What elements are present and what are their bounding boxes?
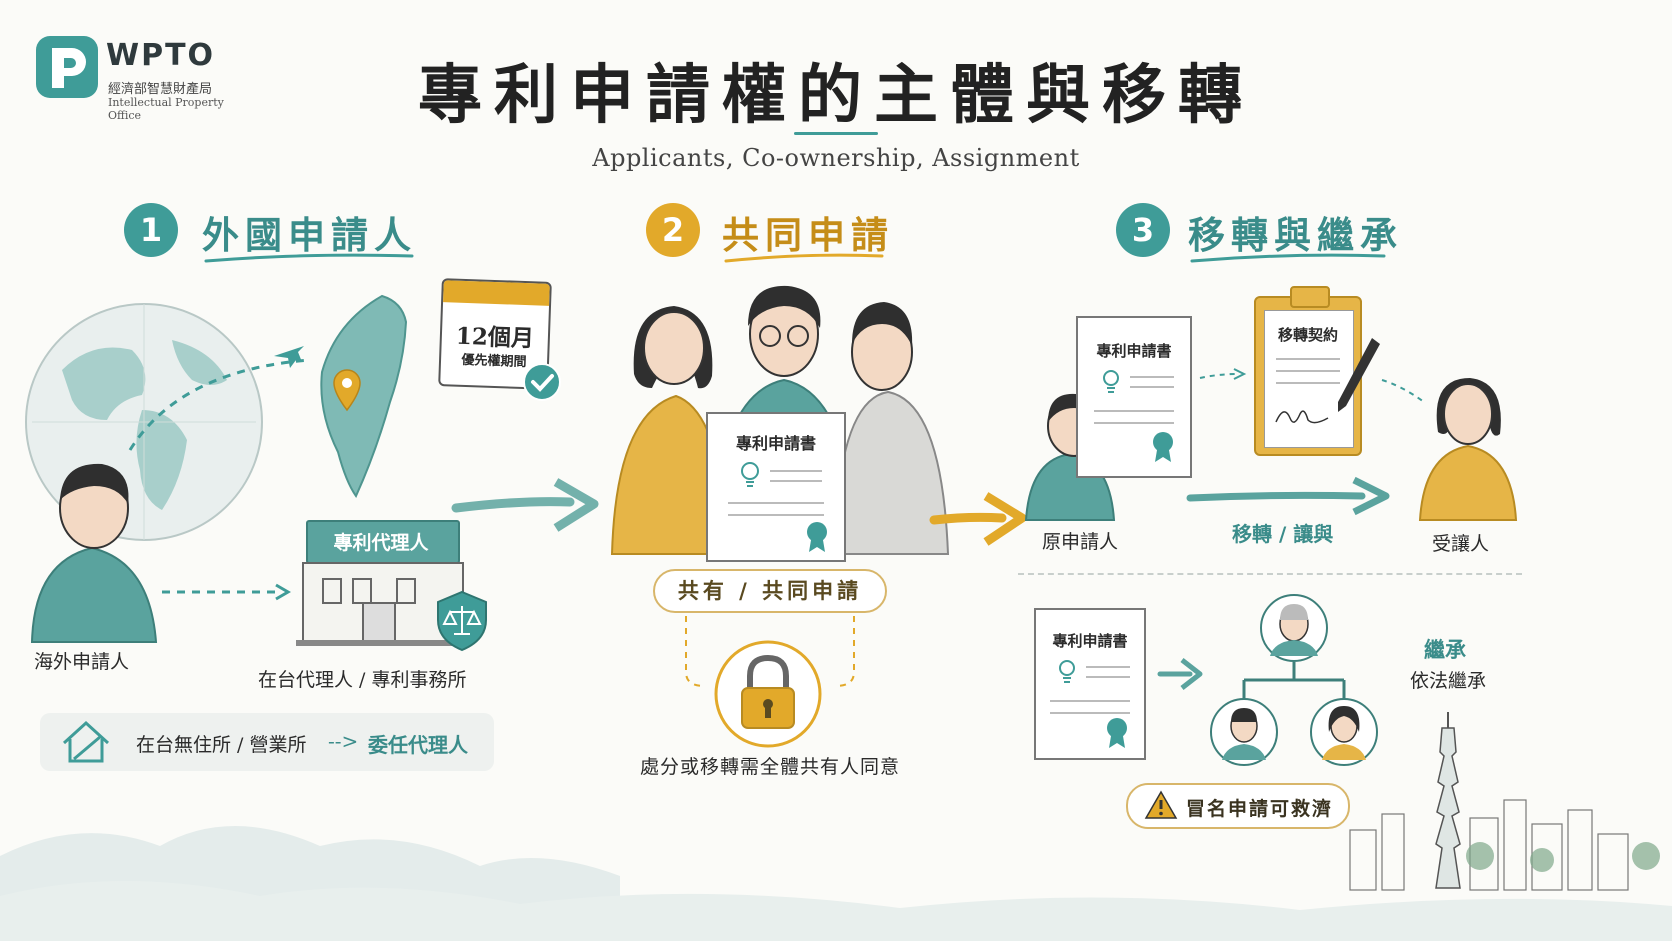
- agent-label: 在台代理人 / 專利事務所: [258, 669, 467, 691]
- inherit-doc-title: 專利申請書: [1052, 632, 1128, 650]
- inheritance-title: 繼承: [1424, 637, 1466, 662]
- plane-icon: [274, 346, 304, 368]
- transfer-arrow: [1186, 476, 1390, 516]
- transfer-patent-document: 專利申請書: [1076, 316, 1192, 478]
- section-1-underline: [204, 253, 414, 263]
- city-skyline: [1349, 799, 1660, 891]
- lightbulb-icon: [1059, 660, 1075, 683]
- section-2-underline: [724, 253, 884, 263]
- note-right-text: 委任代理人: [368, 733, 468, 757]
- flow-arrow-2: [929, 492, 1027, 546]
- co-doc-title: 專利申請書: [735, 434, 816, 453]
- doc-to-contract-arrow: [1199, 368, 1247, 380]
- section-2-title: 共同申請: [722, 213, 894, 257]
- page-subtitle: Applicants, Co-ownership, Assignment: [592, 144, 1080, 172]
- overseas-applicant-figure: [30, 463, 158, 643]
- house-icon: [62, 720, 110, 763]
- family-tree: [1210, 594, 1378, 766]
- section-2-number: 2: [646, 203, 700, 257]
- co-ownership-pill: 共有 / 共同申請: [653, 569, 887, 613]
- consent-text: 處分或移轉需全體共有人同意: [640, 756, 901, 778]
- contract-to-assignee-arrow: [1381, 379, 1425, 403]
- assignee-label: 受讓人: [1432, 533, 1490, 555]
- transfer-label: 移轉 / 讓與: [1232, 522, 1334, 546]
- logo-org-zh: 經濟部智慧財產局: [108, 82, 213, 97]
- taiwan-map-icon: [320, 294, 408, 498]
- warning-text: 冒名申請可救濟: [1186, 798, 1334, 820]
- overseas-applicant-label: 海外申請人: [34, 651, 130, 673]
- logo: WPTO 經濟部智慧財產局 Intellectual Property Offi…: [34, 34, 254, 122]
- flow-arrow-1: [451, 478, 599, 532]
- lock-icon: [714, 640, 822, 748]
- warning-icon: [1144, 790, 1178, 819]
- co-application-document: 專利申請書: [706, 412, 846, 562]
- inheritance-patent-document: 專利申請書: [1034, 608, 1146, 760]
- section-3-number: 3: [1116, 203, 1170, 257]
- contract-title: 移轉契約: [1277, 326, 1338, 344]
- pen-icon: [1338, 338, 1380, 412]
- title-underline: [794, 132, 878, 135]
- logo-mark-icon: [36, 36, 98, 98]
- applicant-to-agent-arrow: [162, 583, 291, 601]
- section-3-divider: [1018, 573, 1522, 575]
- flight-path: [128, 358, 311, 451]
- assignee-figure: [1418, 378, 1518, 521]
- check-icon: [523, 363, 561, 401]
- section-1-title: 外國申請人: [202, 213, 417, 257]
- original-applicant-label: 原申請人: [1042, 531, 1119, 553]
- section-3-underline: [1190, 253, 1386, 263]
- lightbulb-icon: [741, 462, 759, 487]
- fraud-remedy-warning: 冒名申請可救濟: [1126, 783, 1350, 829]
- agent-requirement-note: 在台無住所 / 營業所 --> 委任代理人: [40, 713, 494, 771]
- note-arrow: -->: [328, 729, 359, 753]
- section-3-title: 移轉與繼承: [1188, 213, 1403, 257]
- lightbulb-icon: [1103, 370, 1119, 393]
- agent-building: 專利代理人: [296, 520, 466, 648]
- signature-icon: [1275, 410, 1329, 424]
- inheritance-arrow: [1157, 658, 1203, 690]
- location-pin-icon: [333, 369, 361, 412]
- note-left-text: 在台無住所 / 營業所: [136, 734, 307, 756]
- inheritance-subtitle: 依法繼承: [1410, 670, 1487, 692]
- transfer-doc-title: 專利申請書: [1096, 342, 1172, 360]
- taipei-101-icon: [1435, 712, 1461, 889]
- transfer-contract: 移轉契約: [1254, 286, 1362, 456]
- logo-abbr: WPTO: [106, 38, 216, 73]
- seal-icon: [807, 522, 827, 552]
- section-1-number: 1: [124, 203, 178, 257]
- logo-org-en: Intellectual Property Office: [108, 96, 224, 122]
- page-title: 專利申請權的主體與移轉: [418, 58, 1254, 133]
- seal-icon: [1153, 432, 1173, 462]
- mountain-decoration: [0, 826, 1672, 941]
- building-sign-text: 專利代理人: [333, 532, 429, 554]
- seal-icon: [1107, 718, 1127, 748]
- justice-shield-icon: [437, 590, 487, 652]
